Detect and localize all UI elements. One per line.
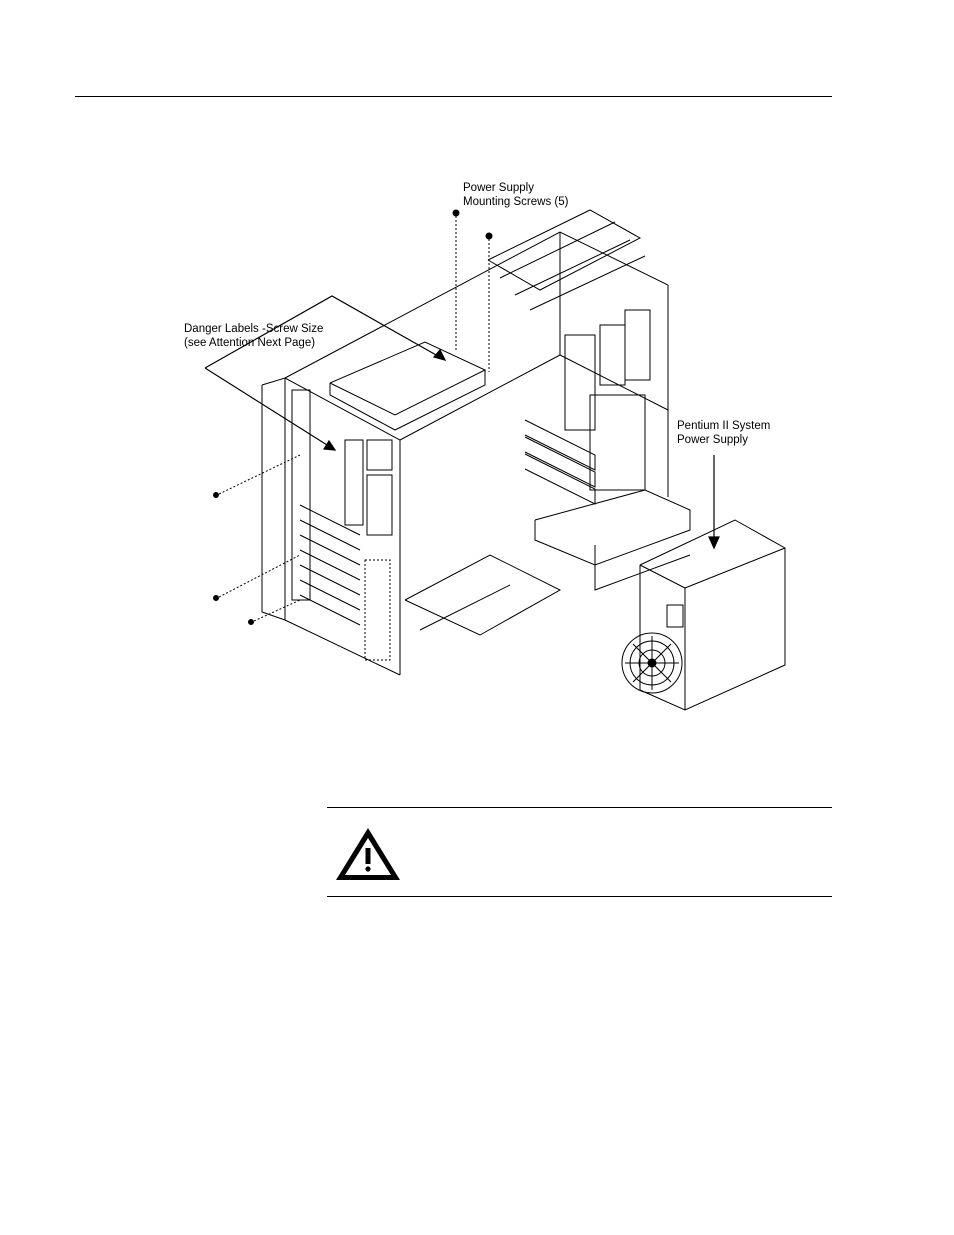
warning-triangle-icon (336, 828, 400, 880)
screw-icon (452, 209, 460, 217)
callout-line: Pentium II System (677, 420, 771, 432)
warning-bottom-rule (327, 896, 832, 897)
header-rule (75, 96, 832, 97)
callout-line: Power Supply (463, 182, 534, 194)
callout-power-supply: Pentium II System Power Supply (677, 419, 770, 447)
internal-cards (524, 419, 596, 505)
callout-line: Mounting Screws (5) (463, 196, 569, 208)
screw-icon (248, 619, 254, 625)
warning-top-rule (327, 807, 832, 808)
power-supply-unit (621, 519, 786, 711)
callout-line: Danger Labels -Screw Size (184, 323, 324, 335)
callout-mounting-screws: Power Supply Mounting Screws (5) (463, 181, 568, 209)
mounting-screws (213, 209, 493, 625)
screw-icon (485, 232, 493, 240)
callout-line: Power Supply (677, 434, 748, 446)
fan-icon (621, 632, 683, 694)
exploded-pc-chassis-illustration (204, 209, 786, 711)
chassis (261, 209, 691, 676)
screw-icon (213, 595, 219, 601)
screw-icon (213, 492, 219, 498)
expansion-slots (299, 504, 361, 626)
callout-line: (see Attention Next Page) (184, 337, 316, 349)
callout-leaders (204, 295, 720, 550)
callout-danger-labels: Danger Labels -Screw Size (see Attention… (184, 322, 323, 350)
